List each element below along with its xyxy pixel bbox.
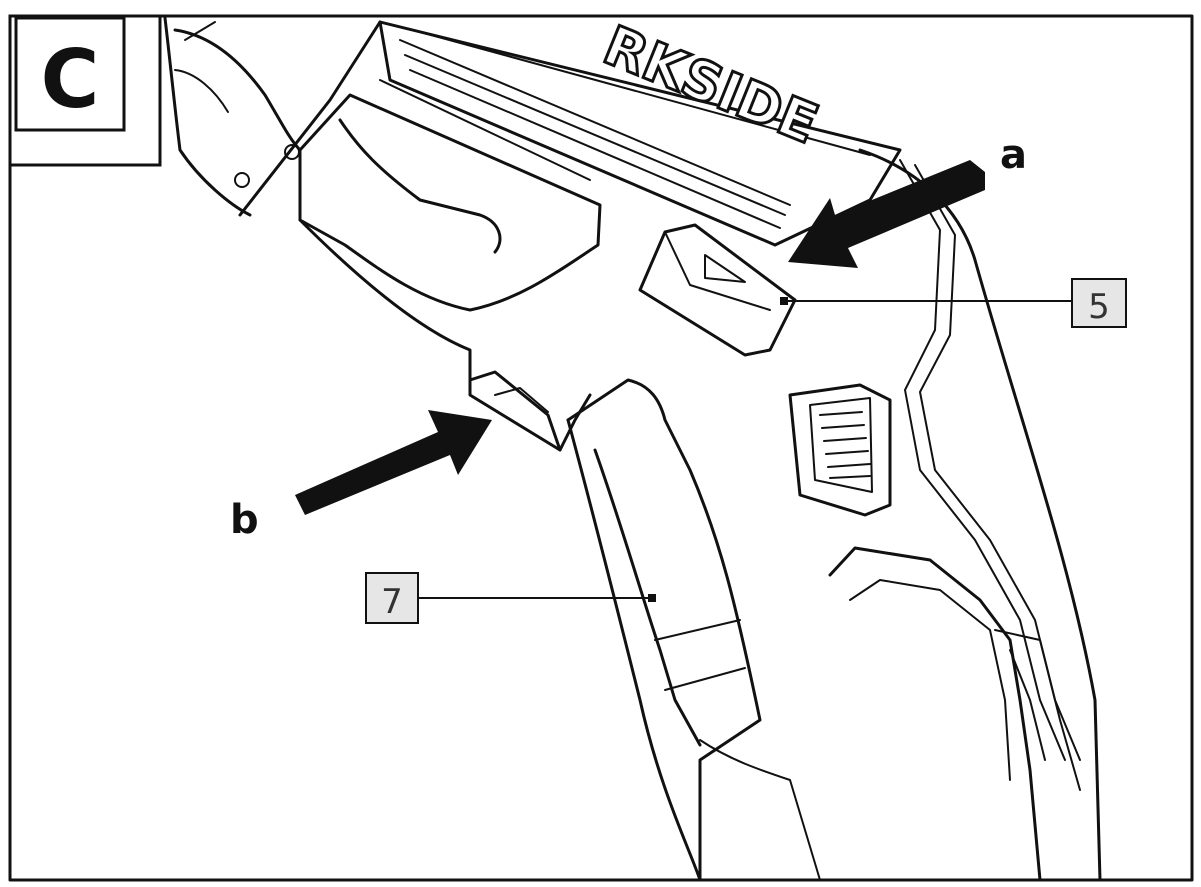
vent-grille — [788, 383, 892, 517]
arrow-a-letter: a — [1000, 132, 1027, 178]
arrow-b — [295, 410, 492, 515]
chuck-outline — [163, 16, 252, 217]
front-housing — [298, 93, 602, 312]
callout-5 — [780, 278, 1127, 328]
figure-label: C — [41, 33, 100, 126]
callout-7-number: 7 — [381, 582, 403, 622]
callout-5-number: 5 — [1088, 287, 1110, 327]
figure-label-box — [8, 14, 162, 167]
trigger-lever — [468, 370, 562, 452]
callout-7 — [365, 572, 656, 624]
screwdriver-illustration: RKSIDE — [163, 12, 1102, 882]
body-right-edge — [858, 148, 1102, 882]
arrow-a — [788, 160, 985, 268]
direction-triangle-icon — [704, 254, 746, 283]
arrow-b-letter: b — [230, 497, 259, 543]
brand-text: RKSIDE — [595, 14, 826, 156]
screw-1 — [234, 172, 250, 188]
grip-front-edge — [566, 378, 762, 882]
figure-frame — [8, 14, 1194, 882]
